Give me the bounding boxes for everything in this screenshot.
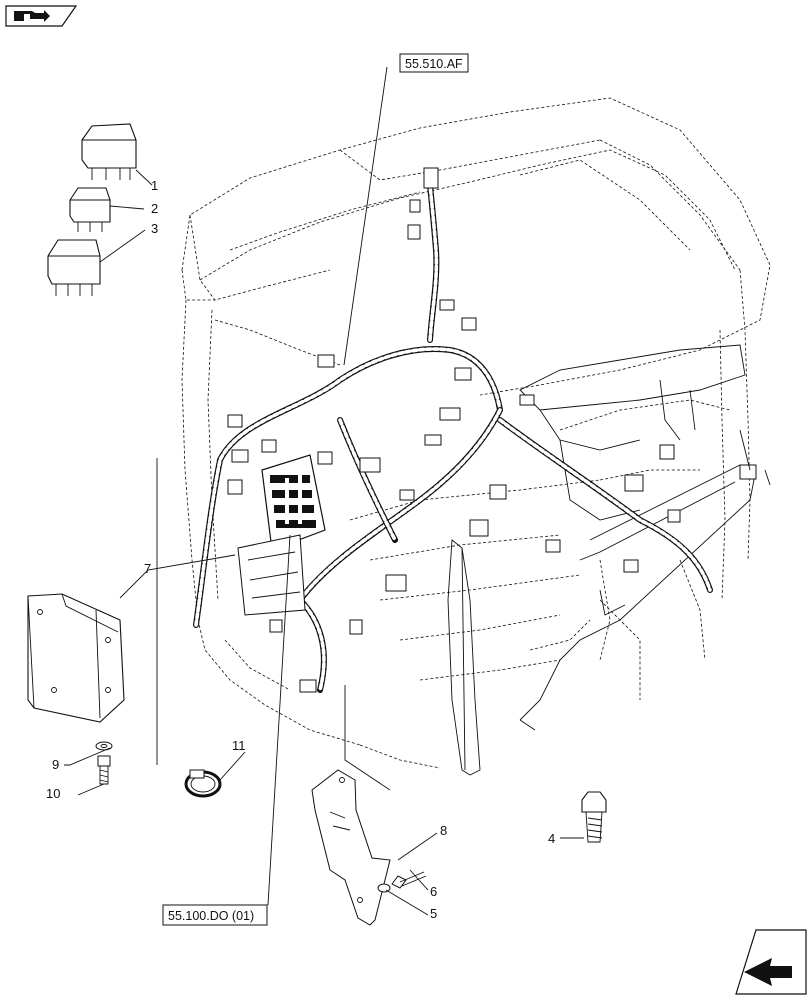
- relay-part-2: [69, 187, 111, 232]
- clamp-part-11: [184, 769, 222, 798]
- callout-3: 3: [151, 221, 158, 236]
- leader-lines: [64, 66, 584, 916]
- callout-10: 10: [46, 786, 60, 801]
- bracket-part-8: [311, 769, 391, 926]
- wiring-harness: [193, 167, 771, 693]
- bracket-part-7: [27, 593, 125, 723]
- callout-5: 5: [430, 906, 437, 921]
- ref-link-top[interactable]: 55.510.AF: [399, 53, 469, 73]
- bolt-part-10: [97, 755, 111, 785]
- door-panel: [519, 464, 756, 731]
- book-arrow-icon[interactable]: [5, 5, 78, 27]
- callout-6: 6: [430, 884, 437, 899]
- callout-4: 4: [548, 831, 555, 846]
- fuse-box: [237, 454, 326, 616]
- callout-2: 2: [151, 201, 158, 216]
- ref-link-top-label: 55.510.AF: [405, 57, 463, 71]
- next-page-arrow-icon[interactable]: [735, 929, 807, 995]
- callout-8: 8: [440, 823, 447, 838]
- callout-11: 11: [232, 738, 246, 753]
- callout-9: 9: [52, 757, 59, 772]
- ref-link-bottom-label: 55.100.DO (01): [168, 909, 254, 923]
- callout-7: 7: [144, 561, 151, 576]
- relay-part-3: [47, 239, 101, 296]
- divider-line-2: [344, 685, 391, 791]
- washer-part-9: [95, 741, 113, 751]
- screw-part-6: [377, 871, 427, 893]
- relay-part-1: [81, 123, 137, 180]
- steering-column: [447, 539, 481, 776]
- operator-seat: [519, 344, 746, 521]
- ref-link-bottom[interactable]: 55.100.DO (01): [162, 904, 268, 926]
- bolt-part-4: [581, 791, 607, 843]
- callout-1: 1: [151, 178, 158, 193]
- cab-outline: [181, 97, 771, 769]
